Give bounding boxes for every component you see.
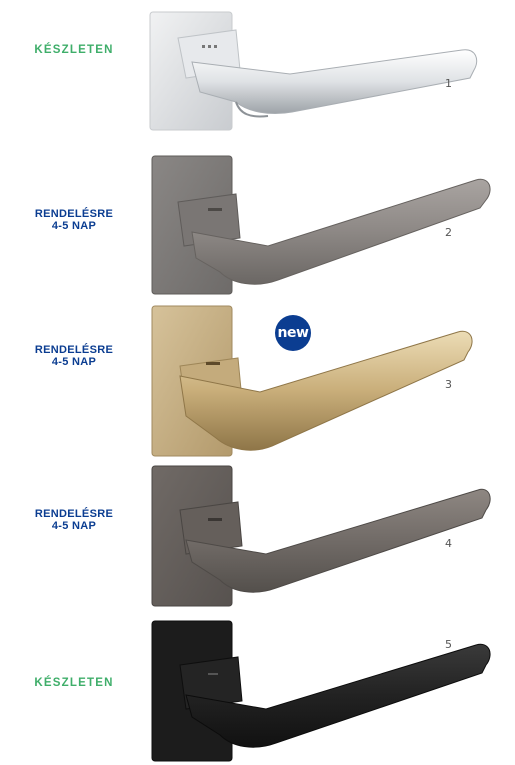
product-item-4: RENDELÉSRE 4-5 NAP 4 [0,460,515,610]
product-number: 2 [445,226,452,239]
product-number: 3 [445,378,452,391]
product-item-3: RENDELÉSRE 4-5 NAP new 3 [0,300,515,457]
product-number: 5 [445,638,452,651]
product-item-5: KÉSZLETEN 5 [0,615,515,765]
availability-line-1: RENDELÉSRE [34,508,114,520]
product-number: 1 [445,77,452,90]
availability-line-1: KÉSZLETEN [34,44,114,56]
product-number: 4 [445,537,452,550]
new-badge: new [275,315,311,351]
availability-status: RENDELÉSRE 4-5 NAP [0,508,148,532]
availability-line-2: 4-5 NAP [51,356,97,368]
availability-line-1: RENDELÉSRE [34,208,114,220]
availability-status: RENDELÉSRE 4-5 NAP [0,344,148,368]
availability-line-2: 4-5 NAP [51,520,97,532]
product-item-1: KÉSZLETEN 1 [0,0,515,150]
availability-status: KÉSZLETEN [0,44,148,56]
availability-status: KÉSZLETEN [0,677,148,689]
product-item-2: RENDELÉSRE 4-5 NAP 2 [0,150,515,300]
chrome-door-handle-image [149,11,478,131]
availability-line-1: RENDELÉSRE [34,344,114,356]
brass-door-handle-image [151,305,473,457]
availability-status: RENDELÉSRE 4-5 NAP [0,208,148,232]
graphite-door-handle-image [151,155,491,295]
availability-line-1: KÉSZLETEN [34,677,114,689]
black-door-handle-image [151,620,491,762]
bronze-door-handle-image [151,465,491,607]
availability-line-2: 4-5 NAP [51,220,97,232]
